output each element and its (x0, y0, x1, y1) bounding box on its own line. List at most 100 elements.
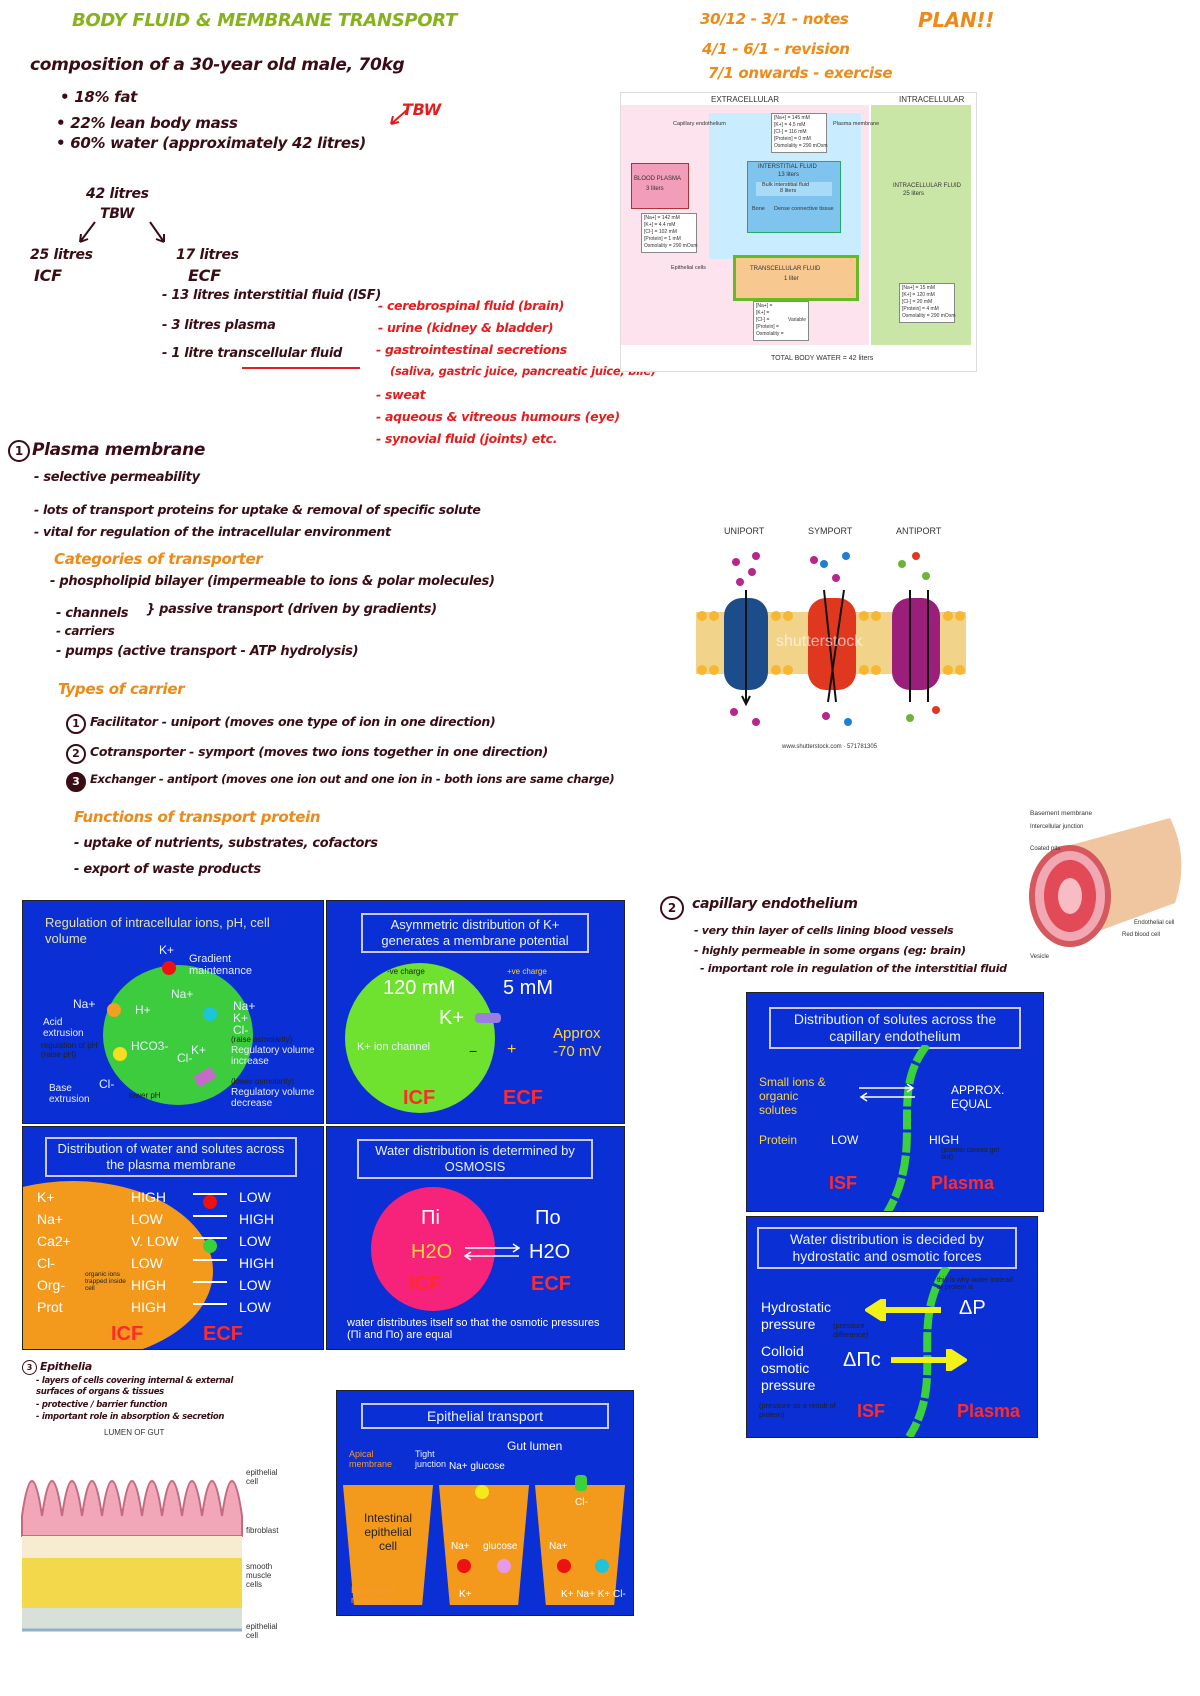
ion-name: Ca2+ (37, 1233, 71, 1249)
na-right-label: Na+ (549, 1541, 568, 1552)
plan-line-2: 4/1 - 6/1 - revision (702, 40, 850, 58)
interstitial-vol: 13 liters (778, 172, 800, 178)
carrier-num-1: 1 (66, 714, 86, 734)
gut-drawing (21, 1480, 243, 1632)
reg-dec-note: (lower osmolarity) (231, 1077, 295, 1086)
slide-water-solutes-title: Distribution of water and solutes across… (45, 1137, 297, 1177)
composition-item-lean: • 22% lean body mass (56, 114, 238, 132)
carrier-uniport: Facilitator - uniport (moves one type of… (90, 714, 496, 729)
symport-label: SYMPORT (808, 526, 853, 536)
transporter-types-drawing: shutterstock (696, 552, 966, 726)
na-k-pump-icon-2 (557, 1559, 571, 1573)
top-note: this is why water instead of protein is (937, 1277, 1013, 1291)
capillary-wall-icon (883, 1045, 931, 1211)
capillary-drawing (1029, 818, 1182, 947)
isf-label: ISF (829, 1173, 858, 1193)
transcellular-item-csf: - cerebrospinal fluid (brain) (378, 298, 565, 313)
plasma-membrane-heading: Plasma membrane (32, 440, 206, 460)
slide-epithelial-transport-title: Epithelial transport (361, 1403, 609, 1429)
equal-arrows-icon (859, 1083, 915, 1102)
tbw-arrow (390, 109, 408, 125)
blood-plasma-box: BLOOD PLASMA 3 liters (631, 163, 689, 209)
icf-k-conc: 120 mM (383, 977, 456, 999)
gut-epithelial-bottom-label: epithelial cell (246, 1622, 278, 1640)
interstitial-box: INTERSTITIAL FLUID 13 liters Bulk inters… (747, 161, 841, 233)
neg-charge-note: -ve charge (387, 967, 425, 976)
delta-p: ΔP (959, 1297, 986, 1319)
k-label: K+ (459, 1589, 472, 1600)
ion-box-3-line: [Cl-] = (756, 317, 770, 323)
ecf-label: ECF (503, 1087, 543, 1109)
ecf-label: ECF (531, 1273, 571, 1295)
capillary-fig-label: Capillary endothelium (673, 121, 726, 127)
intercellular-junction-label: Intercellular junction (1030, 824, 1084, 830)
ion-box-1-line: [Protein] = 0 mM (774, 136, 811, 142)
protein-low: LOW (831, 1133, 859, 1147)
epithelia-heading: Epithelia (40, 1360, 92, 1373)
ion-box-3-line: Osmolality = (756, 331, 784, 337)
section-number-2: 2 (660, 896, 684, 920)
plan-label: PLAN!! (918, 8, 995, 32)
epithelial-fig-label: Epithelial cells (671, 265, 706, 271)
transcellular-underline (242, 367, 360, 369)
transcellular-item-sweat: - sweat (376, 387, 426, 402)
section-number-3: 3 (22, 1360, 37, 1375)
intestinal-cell-label: Intestinal epithelial cell (363, 1511, 413, 1553)
carrier-num-3: 3 (66, 772, 86, 792)
icf-level: V. LOW (131, 1233, 179, 1249)
pm-item-vital: - vital for regulation of the intracellu… (34, 524, 391, 539)
ion-box-3-line: [Na+] = (756, 303, 773, 309)
red-blood-cell-label: Red blood cell (1122, 932, 1161, 938)
plus-sign: + (507, 1041, 517, 1058)
symport-protein (808, 598, 856, 690)
ion-box-2: [Na+] = 142 mM [K+] = 4.4 mM [Cl-] = 102… (641, 213, 698, 253)
cat-bilayer: - phospholipid bilayer (impermeable to i… (50, 574, 495, 589)
ion-box-4-line: [Na+] = 15 mM (902, 285, 936, 291)
endothelial-cell-label: Endothelial cell (1134, 920, 1175, 926)
k-label: K+ (159, 943, 175, 957)
capillary-figure: Basement membrane Intercellular junction… (1020, 808, 1190, 963)
func-export: - export of waste products (74, 862, 261, 877)
vesicle-label: Vesicle (1030, 954, 1050, 960)
slide-osmosis: Water distribution is determined by OSMO… (326, 1126, 625, 1350)
icf-fig-vol: 25 liters (903, 191, 925, 197)
flux-arrow-icon (193, 1281, 227, 1283)
epithelia-item-layers: - layers of cells covering internal & ex… (36, 1376, 234, 1397)
cl-channel-icon (575, 1475, 587, 1491)
protein-high: HIGH (929, 1133, 959, 1147)
slide-osmosis-title: Water distribution is determined by OSMO… (357, 1139, 593, 1179)
isf-label: ISF (857, 1401, 886, 1421)
tight-junction-label: Tight junction (415, 1449, 447, 1469)
transcellular-label: TRANSCELLULAR FLUID (750, 266, 821, 272)
na-left-label: Na+ (73, 997, 96, 1011)
capillary-wall-icon-2 (905, 1267, 951, 1437)
ports-credit: www.shutterstock.com · 571781305 (782, 744, 878, 750)
ion-name: Org- (37, 1277, 65, 1293)
icf-level: HIGH (131, 1277, 166, 1293)
icf-litres: 25 litres (30, 247, 93, 263)
icf-level: LOW (131, 1255, 163, 1271)
bone-label: Bone (752, 206, 765, 212)
protein-note: (protein cannot get out) (941, 1147, 1000, 1161)
icf-label-box: INTRACELLULAR FLUID 25 liters (893, 183, 961, 213)
minus-sign: − (469, 1043, 478, 1059)
basement-membrane-label: Basement membrane (1030, 810, 1093, 817)
tree-top-tbw: TBW (100, 206, 134, 222)
hydrostatic-note: (pressure difference) (833, 1321, 869, 1339)
extracellular-label: EXTRACELLULAR (711, 95, 780, 104)
ion-box-4-line: Osmolality = 290 mOsm (902, 313, 956, 319)
cat-pumps: - pumps (active transport - ATP hydrolys… (56, 644, 359, 659)
colloid-note: (pressure as a result of protein) (759, 1401, 836, 1419)
org-note: organic ions trapped inside cell (85, 1271, 126, 1292)
small-ions-label: Small ions & organic solutes (759, 1075, 826, 1117)
base-note: lower pH (129, 1091, 161, 1100)
epithelial-cell-3 (535, 1485, 625, 1605)
ion-box-1-line: [Na+] = 145 mM (774, 115, 810, 121)
gradient-label: Gradient maintenance (189, 953, 252, 977)
carrier-symport: Cotransporter - symport (moves two ions … (90, 744, 548, 759)
ion-box-3-line: [K+] = (756, 310, 770, 316)
composition-item-fat: • 18% fat (60, 88, 138, 106)
cat-channels: - channels (56, 606, 129, 621)
slide-hydrostatic-title: Water distribution is decided by hydrost… (757, 1227, 1017, 1269)
bulk-vol: 8 liters (780, 188, 797, 194)
